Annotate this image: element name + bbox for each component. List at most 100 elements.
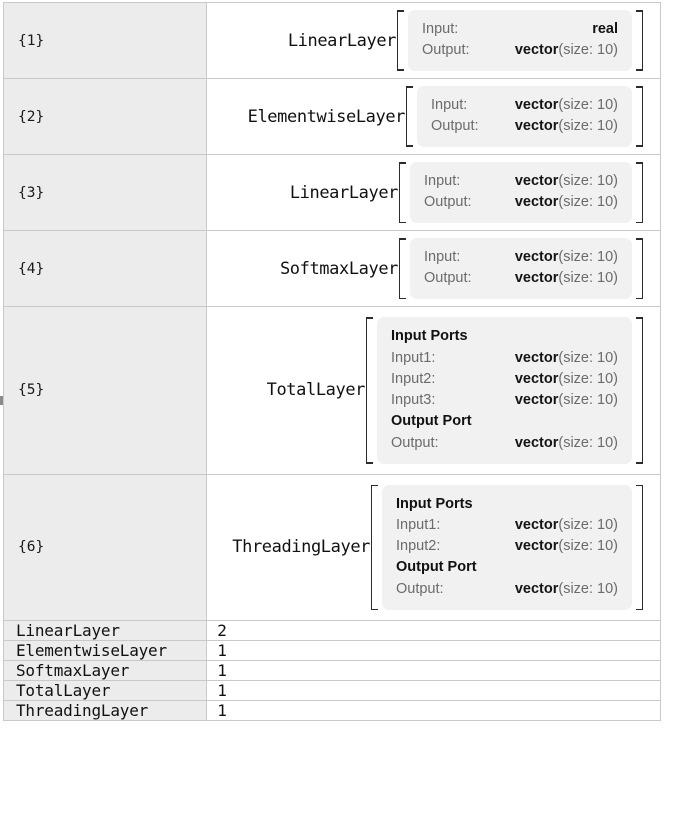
port-type-name: vector — [514, 194, 559, 211]
port-type-value: vector(size: 10) — [497, 515, 618, 536]
port-type-value: vector(size: 10) — [497, 95, 618, 116]
port-type-name: vector — [514, 249, 559, 266]
port-type-dimension: (size: 10) — [558, 517, 618, 534]
port-label: Output: — [396, 581, 444, 598]
port-type-name: vector — [514, 581, 559, 598]
open-bracket-icon — [399, 162, 409, 224]
port-type-value: vector(size: 10) — [497, 369, 618, 390]
open-bracket-icon — [406, 86, 416, 148]
count-value-cell: 2 — [206, 620, 661, 642]
layer-type-name: SoftmaxLayer — [16, 661, 130, 681]
layer-summary-panel[interactable]: Input:vector(size: 10) Output: vector(size… — [410, 238, 632, 300]
layer-head-name[interactable]: ThreadingLayer — [232, 537, 370, 558]
port-row: Input:real — [422, 19, 618, 40]
port-label: Output: — [422, 42, 470, 59]
port-type-dimension: (size: 10) — [558, 581, 618, 598]
panel-section-heading: Output Port — [396, 559, 477, 576]
port-label: Input: — [431, 97, 468, 114]
row-key-cell: {4} — [3, 230, 208, 308]
open-bracket-icon — [397, 10, 407, 72]
close-bracket-icon — [633, 317, 643, 464]
port-label: Input2: — [396, 538, 441, 555]
layer-summary-panel[interactable]: Input:vector(size: 10)Output:vector(size… — [417, 86, 632, 148]
count-key-cell: ElementwiseLayer — [3, 640, 208, 662]
layer-head-name[interactable]: SoftmaxLayer — [279, 258, 398, 279]
open-bracket-icon — [366, 317, 376, 464]
row-value-cell: LinearLayer Input:vector(size: 10)Output:… — [206, 154, 661, 232]
layer-position-key: {3} — [18, 184, 45, 201]
port-label: Input1: — [396, 517, 441, 534]
port-type-value: vector(size: 10) — [497, 433, 618, 454]
port-row: Input:vector(size: 10) — [424, 247, 618, 268]
layer-type-name: TotalLayer — [16, 681, 111, 701]
port-label: Output: — [424, 270, 472, 287]
port-row: Input: vector(size: 10) — [431, 95, 618, 116]
open-bracket-icon — [371, 484, 381, 611]
port-row: Input2:vector(size: 10) — [391, 369, 618, 390]
table-row: LinearLayer 2 — [3, 620, 661, 642]
port-type-value: vector(size: 10) — [497, 348, 618, 369]
layer-position-key: {6} — [18, 539, 45, 556]
layer-head-name[interactable]: ElementwiseLayer — [247, 106, 406, 127]
port-row: Input1: vector(size: 10) — [391, 348, 618, 369]
row-key-cell: {2} — [3, 78, 208, 156]
port-type-value: vector(size: 10) — [497, 536, 618, 557]
port-label: Input1: — [391, 349, 436, 366]
port-type-name: vector — [514, 391, 559, 408]
port-type-value: vector(size: 10) — [497, 268, 618, 289]
port-row: Input:vector(size: 10) — [424, 171, 618, 192]
port-type-name: vector — [514, 434, 559, 451]
port-row: Output:vector(size: 10) — [391, 433, 618, 454]
port-type-name: vector — [514, 42, 559, 59]
port-type-dimension: (size: 10) — [558, 538, 618, 555]
port-label: Input3: — [391, 391, 436, 408]
table-row: {4} SoftmaxLayer Input:vector(size: 10) Out… — [3, 230, 661, 308]
layer-summary-panel[interactable]: Input:vector(size: 10)Output:vector(size… — [410, 162, 632, 224]
port-type-name: vector — [514, 97, 559, 114]
layer-head-name[interactable]: LinearLayer — [289, 182, 399, 203]
port-type-dimension: (size: 10) — [558, 118, 618, 135]
port-row: Output:vector(size: 10) — [424, 192, 618, 213]
port-type-value: vector(size: 10) — [497, 390, 618, 411]
port-type-name: vector — [514, 517, 559, 534]
table-row: ThreadingLayer 1 — [3, 700, 661, 721]
port-type-name: vector — [514, 349, 559, 366]
layer-expression: SoftmaxLayer Input:vector(size: 10) Output… — [207, 231, 660, 306]
port-type-dimension: (size: 10) — [558, 97, 618, 114]
port-type-name: vector — [514, 538, 559, 555]
count-key-cell: ThreadingLayer — [3, 700, 208, 721]
port-type-value: vector(size: 10) — [497, 192, 618, 213]
port-type-value: vector(size: 10) — [497, 579, 618, 600]
layer-head-name[interactable]: LinearLayer — [287, 30, 397, 51]
count-key-cell: TotalLayer — [3, 680, 208, 702]
table-row: TotalLayer 1 — [3, 680, 661, 702]
port-type-name: vector — [514, 173, 559, 190]
layer-head-name[interactable]: TotalLayer — [266, 380, 366, 401]
layer-type-name: LinearLayer — [16, 621, 120, 641]
port-type-name: vector — [514, 270, 559, 287]
port-type-value: vector(size: 10) — [497, 171, 618, 192]
count-value-cell: 1 — [206, 700, 661, 721]
layer-type-count: 1 — [217, 681, 227, 701]
layer-type-name: ThreadingLayer — [16, 701, 149, 721]
port-type-dimension: (size: 10) — [558, 370, 618, 387]
port-type-name: vector — [514, 118, 559, 135]
port-type-name: real — [592, 21, 618, 37]
port-row: Output: vector(size: 10) — [396, 579, 618, 600]
layer-position-key: {5} — [18, 382, 45, 399]
row-value-cell: SoftmaxLayer Input:vector(size: 10) Output… — [206, 230, 661, 308]
